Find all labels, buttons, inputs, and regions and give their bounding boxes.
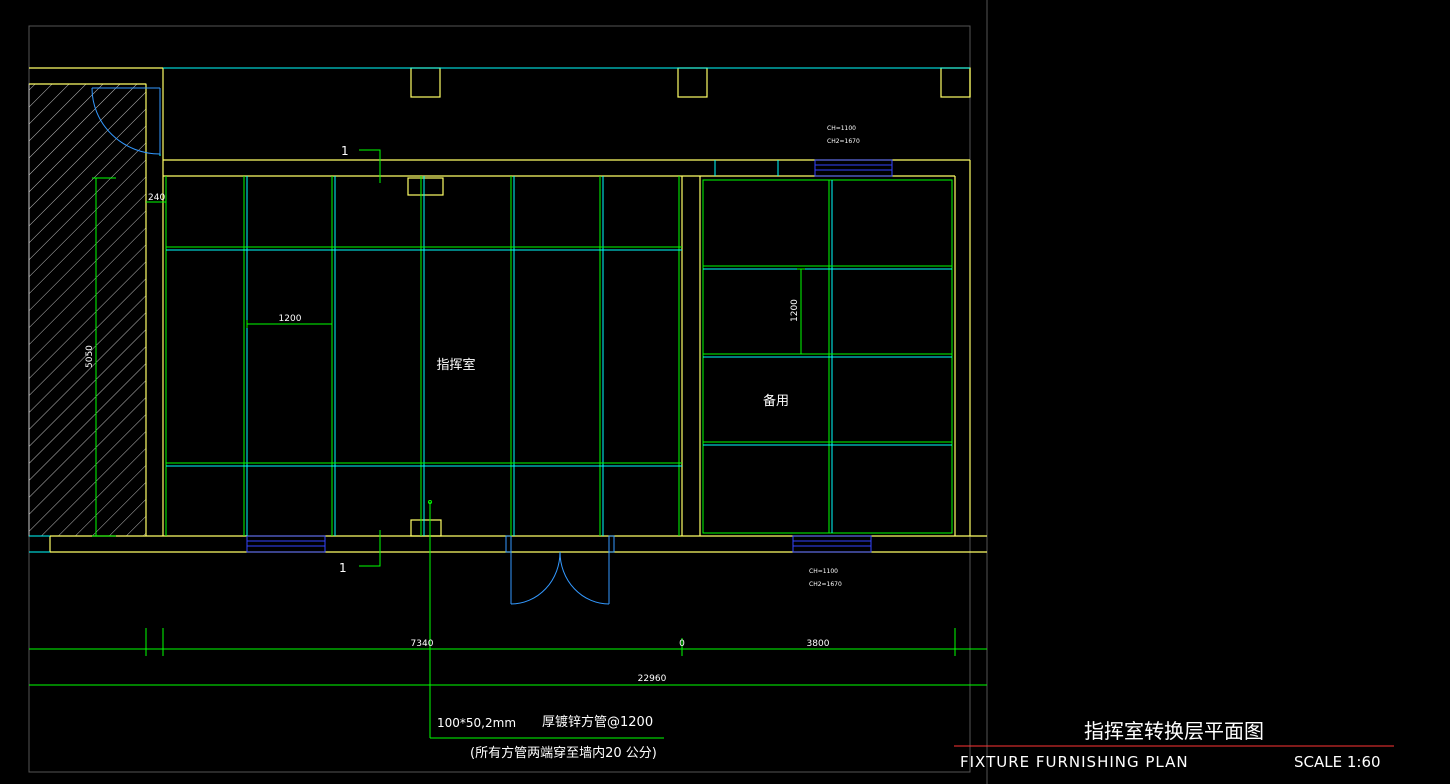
window-tag-bottom-2: CH2=1670 bbox=[809, 581, 842, 588]
dim-height-left: 5050 bbox=[85, 345, 95, 368]
annotation-note: (所有方管两端穿至墙内20 公分) bbox=[470, 745, 657, 761]
window-tag-top-2: CH2=1670 bbox=[827, 138, 860, 145]
viewport-frame bbox=[28, 0, 988, 784]
dim-seg-a: 7340 bbox=[411, 639, 434, 649]
dim-grid-h: 1200 bbox=[279, 314, 302, 324]
section-mark-bottom: 1 bbox=[339, 561, 347, 575]
dim-seg-mid: 0 bbox=[679, 639, 685, 649]
door-main-entrance bbox=[505, 535, 615, 605]
hatched-wall bbox=[28, 83, 147, 537]
dim-seg-b: 3800 bbox=[807, 639, 830, 649]
drawing-scale: SCALE 1:60 bbox=[1294, 753, 1381, 771]
ceiling-grid-command-room bbox=[165, 176, 682, 536]
ceiling-grid-spare-room bbox=[702, 179, 953, 534]
dim-grid-v: 1200 bbox=[790, 299, 800, 322]
section-mark-top: 1 bbox=[341, 144, 349, 158]
room-label-spare: 备用 bbox=[763, 393, 789, 409]
room-label-command: 指挥室 bbox=[436, 357, 475, 373]
window-tag-bottom-1: CH=1100 bbox=[809, 568, 838, 575]
drawing-title-en: FIXTURE FURNISHING PLAN bbox=[960, 753, 1189, 771]
annotation-material: 厚镀锌方管@1200 bbox=[542, 714, 653, 730]
windows bbox=[246, 159, 893, 553]
drawing-title-cn: 指挥室转换层平面图 bbox=[1084, 719, 1264, 743]
dimension-lines bbox=[29, 149, 987, 739]
door-top-left bbox=[91, 87, 161, 155]
dim-wall-thickness: 240 bbox=[148, 193, 165, 203]
dim-total: 22960 bbox=[638, 674, 667, 684]
annotation-spec: 100*50,2mm bbox=[437, 716, 516, 730]
window-tag-top-1: CH=1100 bbox=[827, 125, 856, 132]
